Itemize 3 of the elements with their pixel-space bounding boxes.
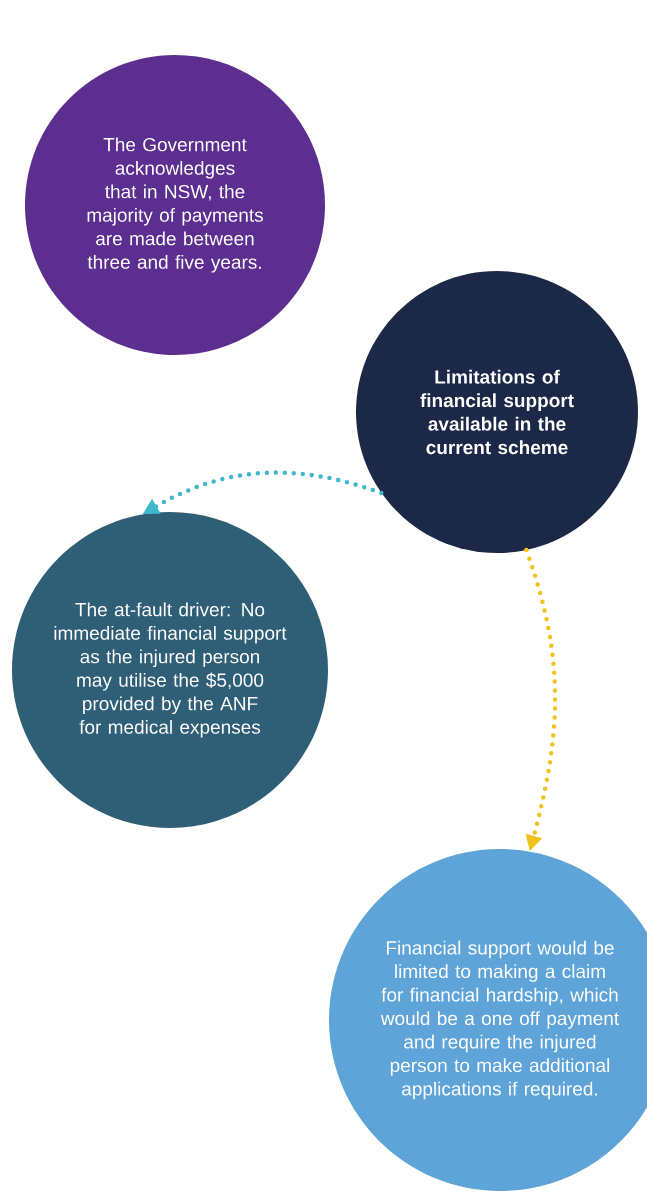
circle-node: The Government acknowledges that in NSW, the majority of payments are made between three and five years. xyxy=(25,55,325,355)
circle-node: Limitations of financial support available in the current scheme xyxy=(356,271,638,553)
circle-node: The at-fault driver: No immediate financial support as the injured person may utilise the $5,000 provided by the ANF for medical expenses xyxy=(12,512,328,828)
